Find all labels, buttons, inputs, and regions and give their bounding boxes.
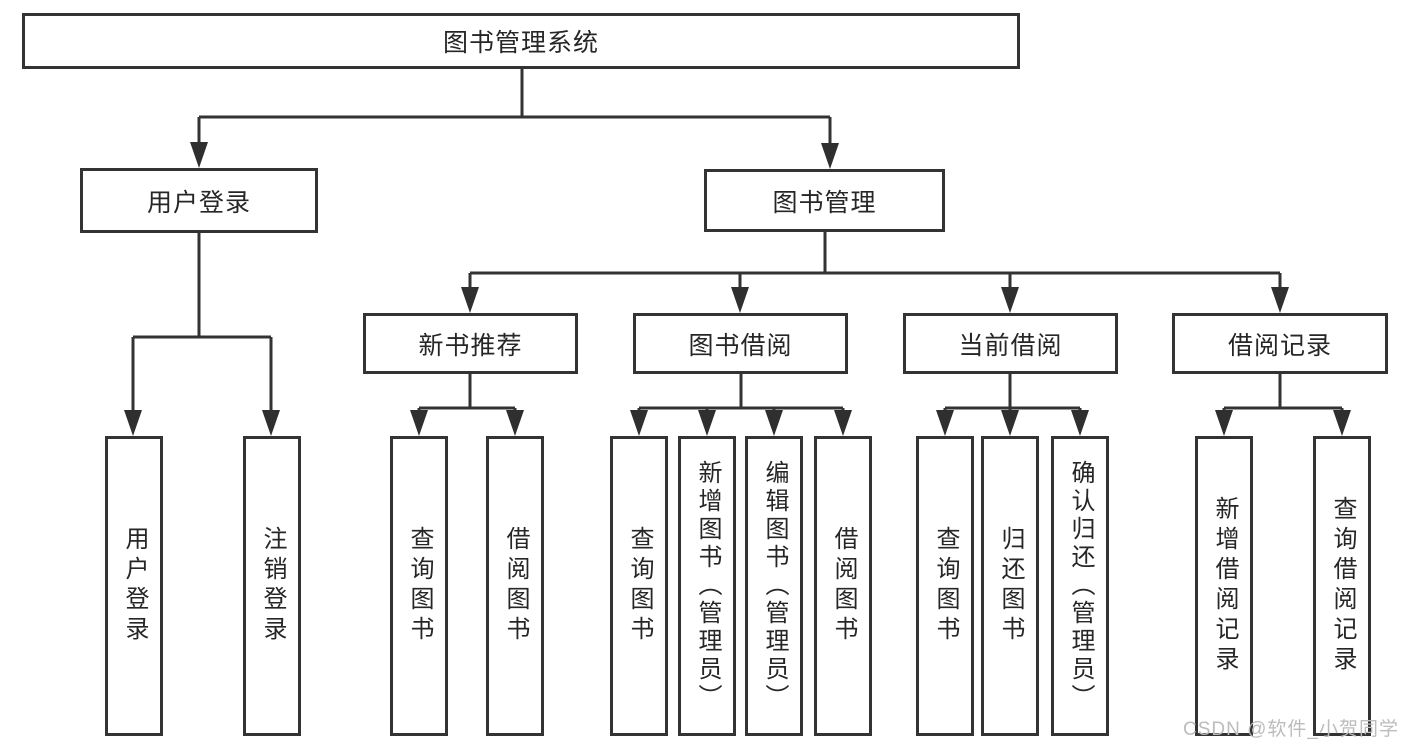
leaf-edit-book-admin: 编辑图书（管理员） [745,436,803,736]
node-current-borrow: 当前借阅 [903,313,1118,374]
leaf-query-book-recommend: 查询图书 [390,436,448,736]
leaf-borrow-book-recommend: 借阅图书 [486,436,544,736]
node-borrow-records: 借阅记录 [1172,313,1388,374]
leaf-query-book-current: 查询图书 [916,436,974,736]
node-book-management-branch: 图书管理 [704,169,945,232]
leaf-add-book-admin: 新增图书（管理员） [678,436,736,736]
leaf-query-book-borrow: 查询图书 [610,436,668,736]
leaf-query-borrow-record: 查询借阅记录 [1313,436,1371,736]
leaf-logout: 注销登录 [243,436,301,736]
leaf-borrow-book: 借阅图书 [814,436,872,736]
leaf-confirm-return-admin: 确认归还（管理员） [1051,436,1109,736]
node-root-library-management-system: 图书管理系统 [22,13,1020,69]
node-user-login-branch: 用户登录 [80,168,318,233]
leaf-user-login: 用户登录 [105,436,163,736]
node-book-borrow: 图书借阅 [633,313,848,374]
leaf-return-book: 归还图书 [981,436,1039,736]
leaf-add-borrow-record: 新增借阅记录 [1195,436,1253,736]
node-new-book-recommend: 新书推荐 [363,313,578,374]
csdn-watermark: CSDN @软件_小贺同学 [1183,719,1399,740]
